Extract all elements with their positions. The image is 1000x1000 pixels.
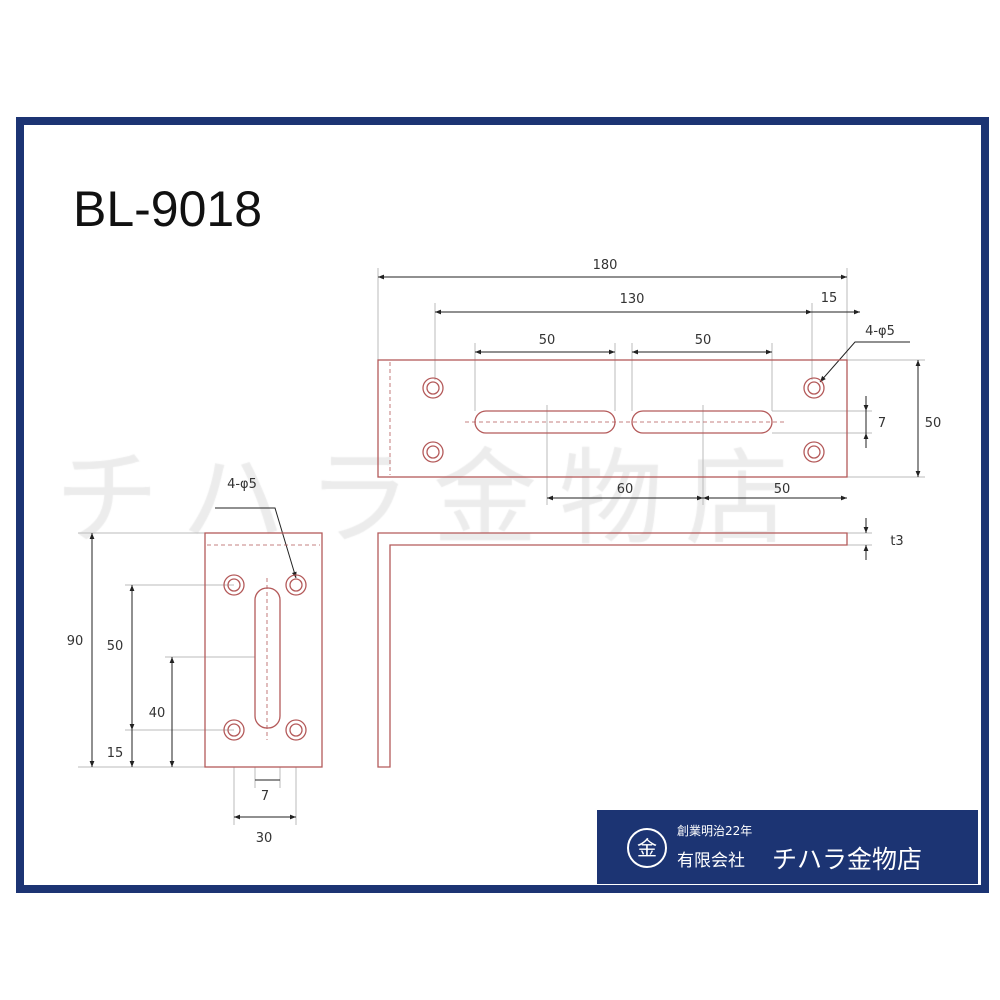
dimension-labels: 180 130 15 4-φ5 50 50 7 50 60 50 t3 4-φ5… [67,258,942,846]
dim-plate-width: 50 [925,416,942,431]
dim-60: 60 [617,482,634,497]
dim-slot-width: 7 [878,416,886,431]
logo-company-name: チハラ金物店 [772,845,923,874]
side-profile [377,532,848,768]
slot [631,410,773,434]
company-logo: 金 創業明治22年 有限会社 チハラ金物店 [597,810,978,884]
dim-15: 15 [821,291,838,306]
dim-slot1: 50 [539,333,556,348]
dim-hole-spec: 4-φ5 [865,324,895,339]
dim-slot2: 50 [695,333,712,348]
dim-side-hole-spec: 4-φ5 [227,477,257,492]
dimension-lines [89,274,921,820]
slot [254,587,281,729]
dim-180: 180 [593,258,618,273]
dim-side-50: 50 [107,639,124,654]
dim-side-15: 15 [107,746,124,761]
logo-since: 創業明治22年 [677,824,753,838]
dim-thickness: t3 [890,534,903,549]
extension-lines [78,268,925,825]
top-plate [377,359,848,478]
dim-30: 30 [256,831,273,846]
dim-40: 40 [149,706,166,721]
dim-90: 90 [67,634,84,649]
product-code-title: BL-9018 [73,181,263,237]
dim-130: 130 [620,292,645,307]
part-outline [204,359,848,768]
dim-side-7: 7 [261,789,269,804]
logo-mark: 金 [627,828,667,868]
dim-50-end: 50 [774,482,791,497]
logo-company-type: 有限会社 [677,851,745,871]
center-lines [207,362,785,740]
end-plate [204,532,323,768]
